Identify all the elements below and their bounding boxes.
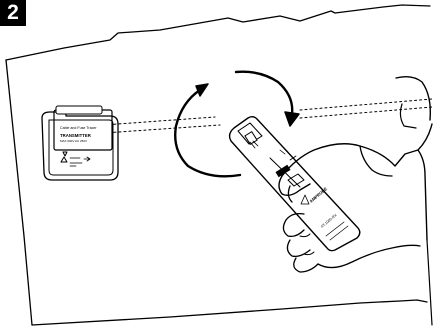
warning-triangle-icon: [60, 156, 68, 163]
receiver-display: [275, 164, 291, 178]
receiver-device: AMPROBE AT-1000-RX: [228, 116, 361, 252]
ce-mark-icon: [62, 151, 68, 157]
wall-panel: [5, 4, 433, 326]
transmitter-model-text: TRANSMITTER: [60, 133, 92, 138]
rotate-arrow-right-icon: [234, 70, 294, 116]
transmitter-spec-text: MAX 600V AC 250V: [60, 139, 87, 143]
hidden-cable-path: [103, 98, 433, 134]
hand: [278, 75, 433, 273]
receiver-warning-icon: [300, 194, 310, 205]
rotation-arrows: [174, 70, 300, 178]
rotate-arrow-left-icon: [174, 88, 242, 178]
step-number-badge: 2: [0, 0, 26, 26]
receiver-model-text: AT-1000-RX: [320, 213, 338, 229]
transmitter-device: Cable and Fuse Tracer TRANSMITTER MAX 60…: [41, 105, 119, 181]
transmitter-header-text: Cable and Fuse Tracer: [60, 126, 97, 130]
receiver-brand-text: AMPROBE: [308, 186, 328, 204]
